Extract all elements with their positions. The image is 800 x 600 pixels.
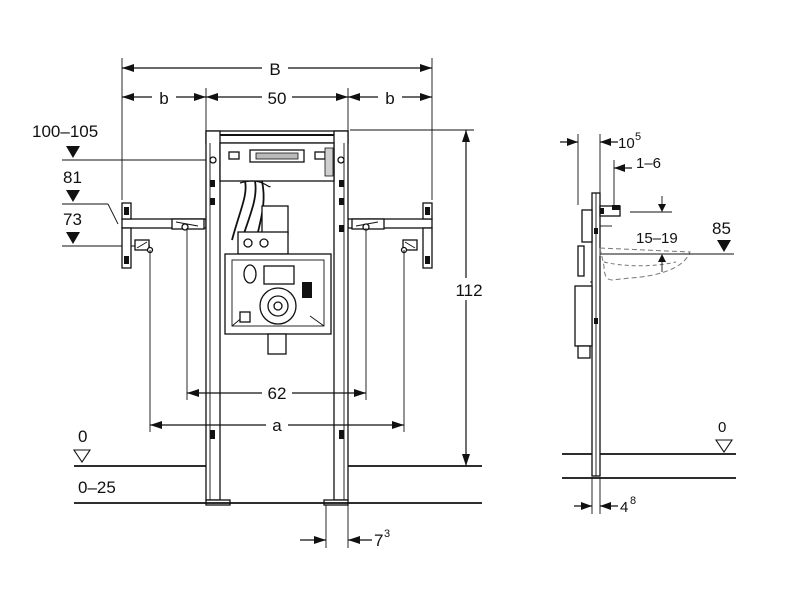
label-top-offset: 10 bbox=[618, 135, 635, 152]
label-outer-spacing: a bbox=[272, 416, 282, 435]
label-lower-bracket-height: 73 bbox=[63, 210, 82, 229]
label-frame-height: 112 bbox=[455, 281, 482, 300]
dimension-inner-spacing: 62 bbox=[186, 228, 367, 403]
label-side-right: b bbox=[385, 89, 394, 108]
label-foot-side-sup: 8 bbox=[630, 495, 636, 507]
label-foot-side: 4 bbox=[620, 499, 628, 516]
toilet-bowl-outline bbox=[599, 247, 691, 281]
label-floor-reference-side: 0 bbox=[718, 419, 726, 436]
label-total-width: B bbox=[269, 60, 280, 79]
dimension-outer-spacing: a bbox=[149, 250, 405, 435]
dimension-top-offset: 10 5 bbox=[560, 131, 641, 205]
label-foot-range: 0–25 bbox=[78, 478, 116, 497]
floor-reference-front: 0 0–25 bbox=[72, 427, 482, 504]
dimension-row-b-50-b: b 50 b bbox=[122, 86, 432, 135]
label-small-range: 1–6 bbox=[636, 155, 661, 172]
dimension-foot-width: 7 3 bbox=[300, 505, 390, 550]
side-view: 10 5 1–6 bbox=[560, 131, 736, 516]
height-arrow-bracket bbox=[630, 196, 672, 213]
label-inner-spacing: 62 bbox=[268, 384, 287, 403]
dimension-foot-side: 4 8 bbox=[574, 478, 636, 516]
label-actuation-height: 100–105 bbox=[32, 122, 98, 141]
label-foot-width-sup: 3 bbox=[384, 528, 390, 540]
front-view: B b 50 b 100–105 81 bbox=[32, 58, 486, 550]
height-markers-left: 100–105 81 73 bbox=[32, 122, 212, 247]
side-frame-profile bbox=[574, 192, 621, 477]
label-bowl-height: 85 bbox=[712, 219, 731, 238]
side-bracket-right bbox=[347, 202, 433, 269]
label-foot-width: 7 bbox=[374, 531, 383, 550]
label-center-width: 50 bbox=[268, 89, 287, 108]
height-marker-85: 85 bbox=[600, 219, 734, 255]
installation-frame bbox=[205, 130, 349, 501]
dimension-total-width: B bbox=[121, 58, 433, 200]
label-side-left: b bbox=[159, 89, 168, 108]
dimension-bowl-range: 15–19 bbox=[636, 230, 678, 272]
side-bracket-left bbox=[121, 202, 207, 269]
label-upper-bracket-height: 81 bbox=[63, 168, 82, 187]
floor-reference-side: 0 bbox=[562, 419, 736, 479]
dimension-small-range: 1–6 bbox=[613, 155, 661, 208]
label-floor-reference: 0 bbox=[78, 427, 87, 446]
dimension-frame-height: 112 bbox=[350, 129, 486, 467]
label-bowl-range: 15–19 bbox=[636, 230, 678, 247]
label-top-offset-sup: 5 bbox=[635, 131, 641, 143]
